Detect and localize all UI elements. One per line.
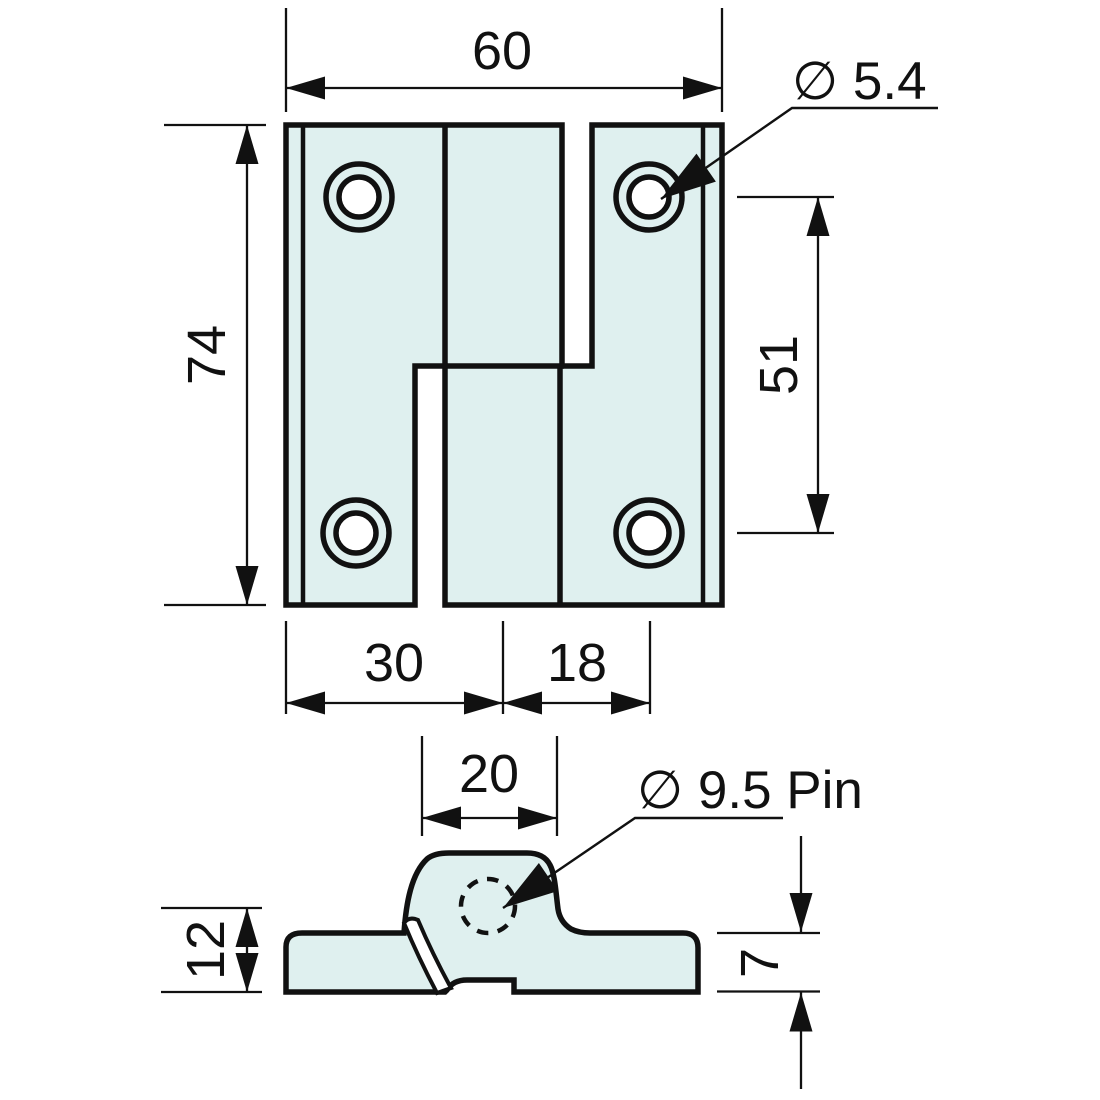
pin-label: ∅ 9.5 Pin: [637, 761, 863, 820]
plan-view: [283, 122, 725, 608]
hole-diameter-leader: [660, 106, 938, 200]
leaf-thickness-dimension-label: 7: [730, 948, 790, 978]
screw-hole-top-left: [323, 161, 395, 233]
width-dimension-label: 60: [472, 21, 532, 81]
screw-hole-bottom-right: [613, 497, 685, 569]
side-dimensions: 20 ∅ 9.5 Pin 12 7: [161, 736, 863, 1089]
screw-hole-bottom-left: [320, 497, 392, 569]
hole-countersink-circle: [320, 497, 392, 569]
knuckle-width-dimension-label: 20: [459, 744, 519, 804]
leaf-curl-gap: [401, 916, 454, 996]
center-to-hole-dimension-label: 18: [547, 633, 607, 693]
hole-bore-circle: [336, 174, 382, 220]
pin-leader: [502, 816, 783, 909]
hole-bore-circle: [626, 510, 672, 556]
hole-countersink-circle: [613, 497, 685, 569]
leaf-width-dimension-label: 30: [364, 633, 424, 693]
hole-diameter-label: ∅ 5.4: [792, 52, 927, 111]
leaf-thickness-extension-lines: [717, 931, 820, 993]
side-view: [283, 850, 701, 996]
hole-countersink-circle: [323, 161, 395, 233]
leaf-height-dimension-label: 12: [176, 920, 236, 980]
height-dimension-label: 74: [177, 325, 237, 385]
hole-bore-circle: [333, 510, 379, 556]
plan-dimensions: 60 74 ∅ 5.4 51 30 18: [164, 8, 938, 715]
hinge-profile-outline: [283, 850, 701, 995]
hole-spacing-dimension-label: 51: [749, 335, 809, 395]
